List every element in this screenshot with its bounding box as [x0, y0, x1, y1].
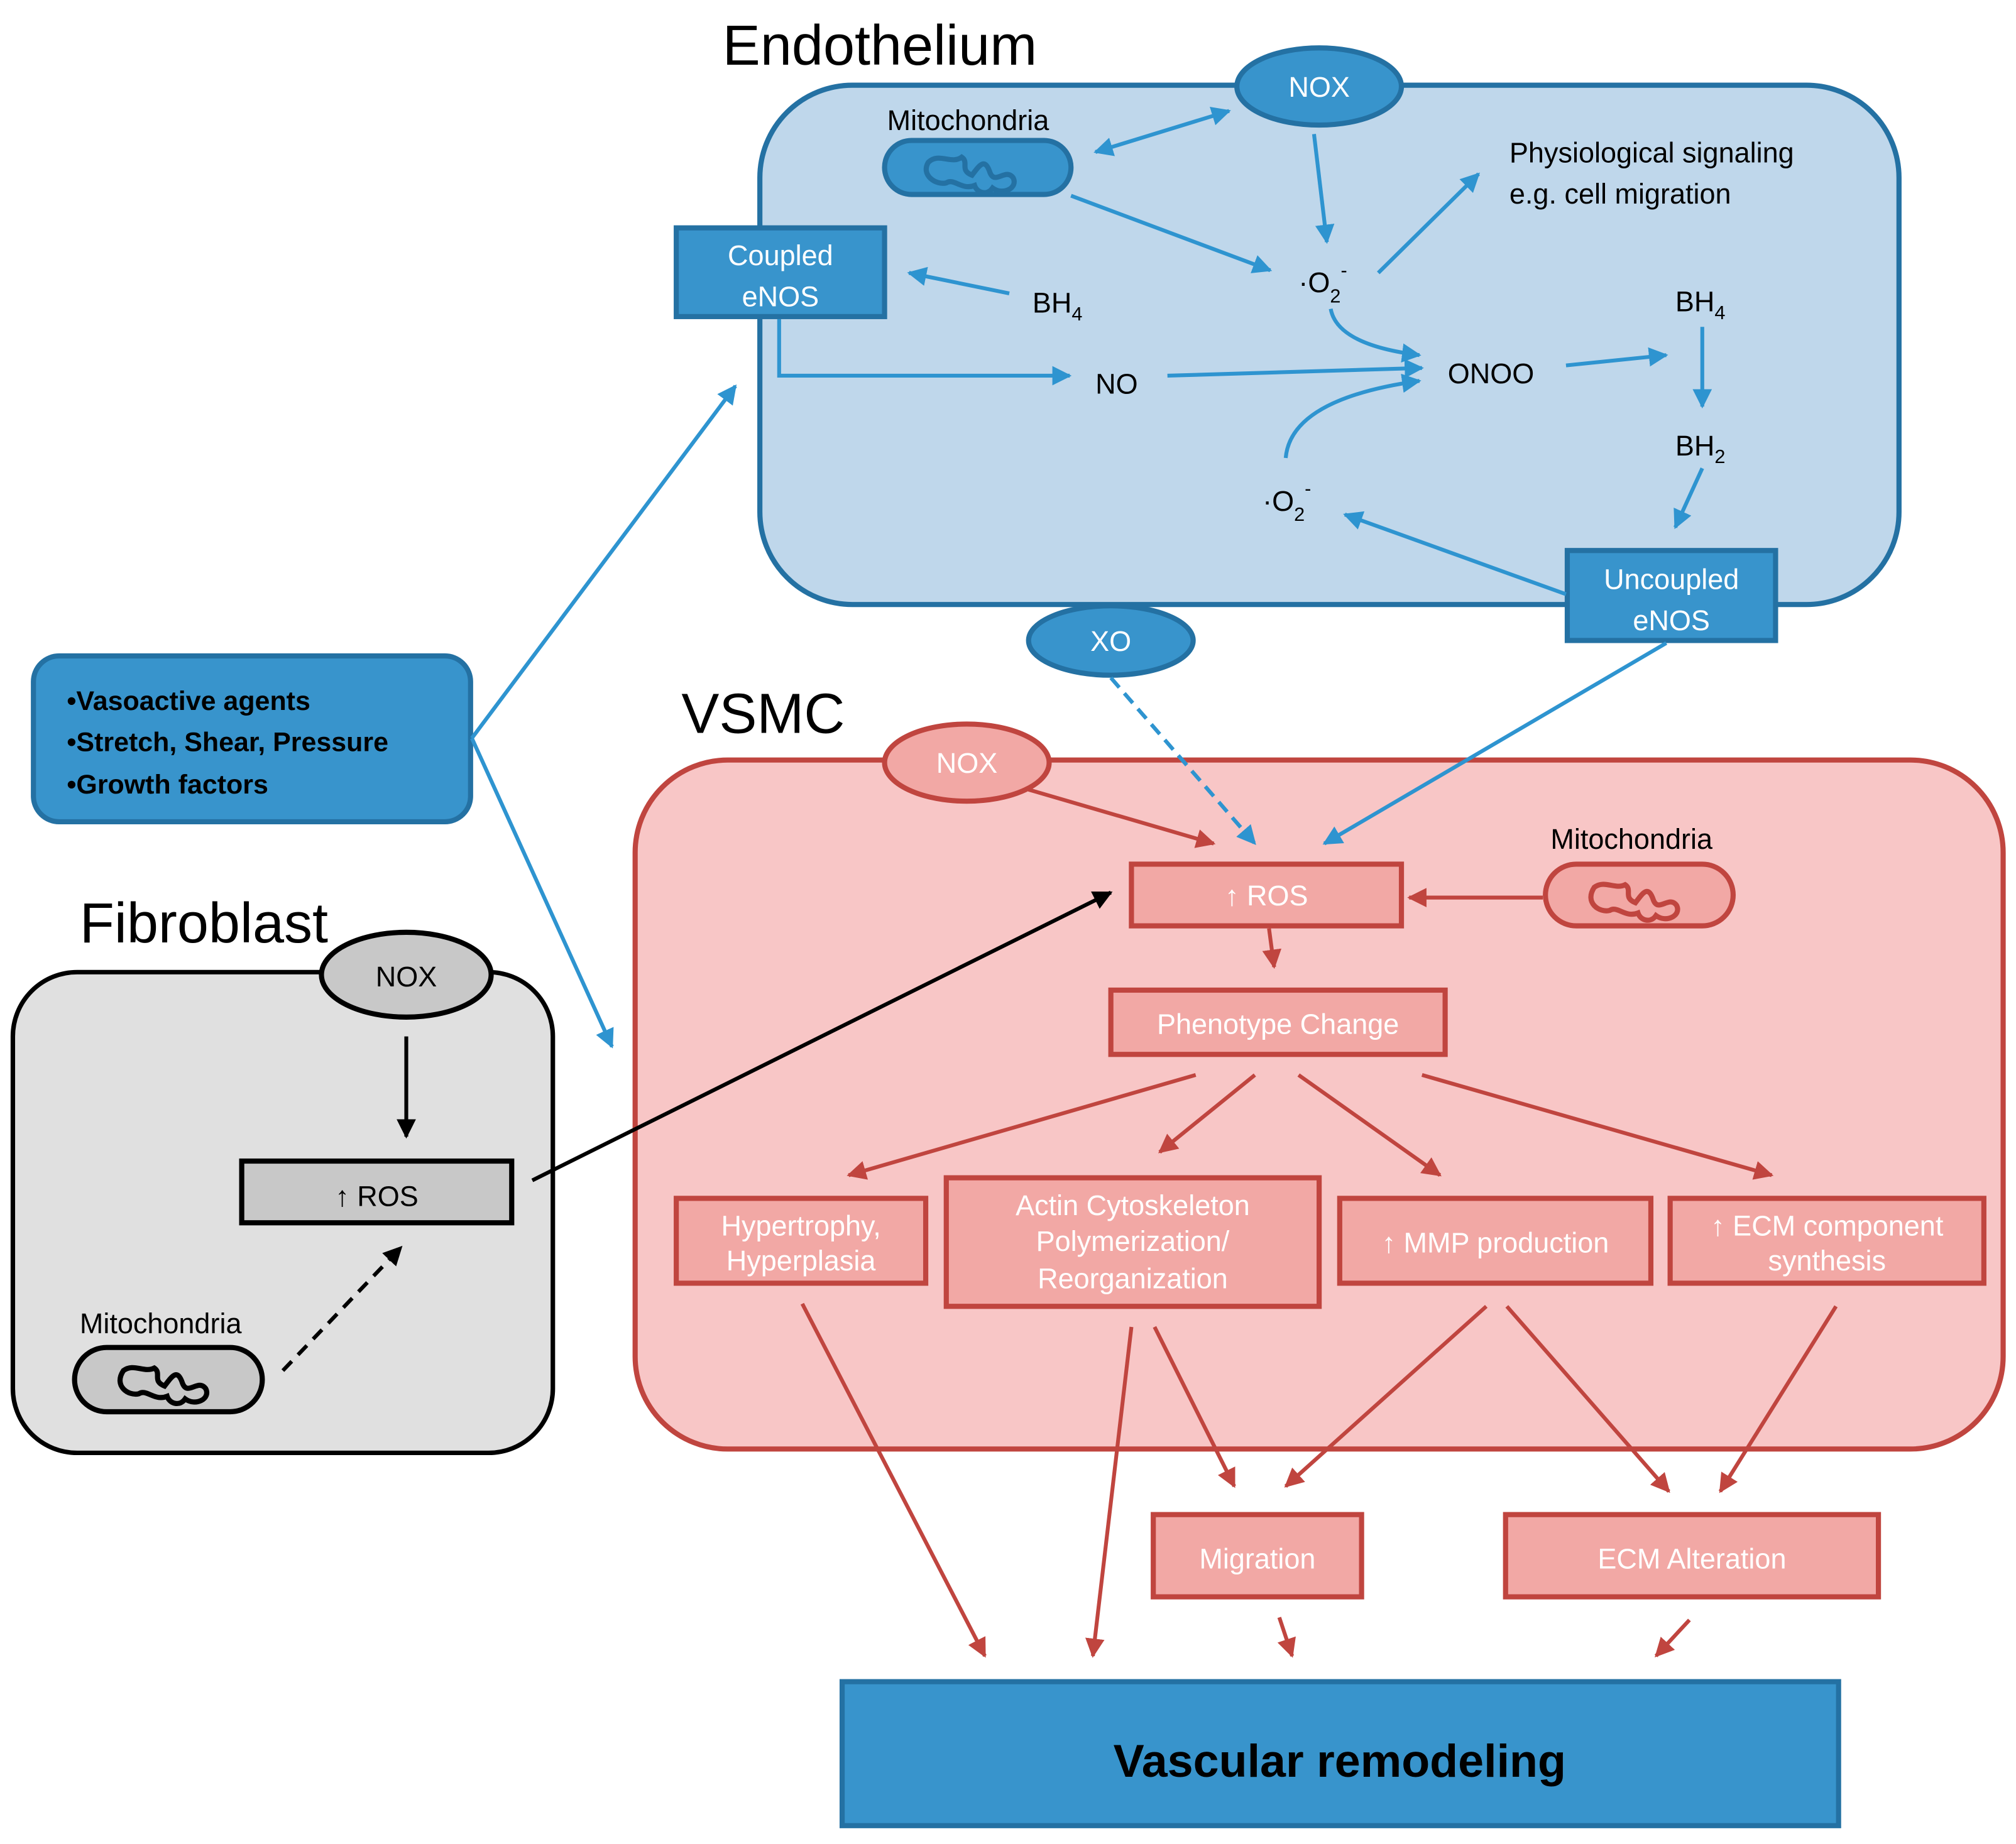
- svg-text:eNOS: eNOS: [1633, 604, 1710, 636]
- svg-text:XO: XO: [1090, 625, 1131, 657]
- svg-text:Migration: Migration: [1199, 1543, 1315, 1575]
- svg-text:eNOS: eNOS: [742, 281, 819, 313]
- endothelium-mitochondria-icon: [882, 138, 1074, 197]
- svg-text:Phenotype Change: Phenotype Change: [1157, 1008, 1399, 1040]
- svg-text:↑ ECM component: ↑ ECM component: [1711, 1210, 1944, 1242]
- vsmc-nox-node: NOX: [882, 721, 1052, 804]
- arrow-no-onoo: [1167, 359, 1424, 378]
- endothelium-mitochondria-label: Mitochondria: [887, 104, 1050, 136]
- fibroblast-nox-node: NOX: [319, 929, 494, 1020]
- arrow-uncoupled-vsmc-ros: [1322, 641, 1668, 846]
- mmp-node: ↑ MMP production: [1337, 1196, 1654, 1286]
- bh4-left-label: BH4: [1033, 287, 1083, 325]
- svg-text:Hyperplasia: Hyperplasia: [726, 1245, 877, 1277]
- cell-migration-label: e.g. cell migration: [1509, 178, 1731, 210]
- arrow-onoo-bh4: [1565, 347, 1668, 368]
- endothelium-nox-node: NOX: [1234, 45, 1405, 128]
- vsmc-ros-node: ↑ ROS: [1129, 861, 1405, 929]
- vsmc-mitochondria-label: Mitochondria: [1550, 823, 1713, 855]
- svg-text:NOX: NOX: [376, 961, 437, 993]
- migration-node: Migration: [1151, 1512, 1364, 1600]
- ecm-synthesis-node: ↑ ECM component synthesis: [1667, 1196, 1986, 1286]
- arrow-nox-o2: [1312, 133, 1335, 244]
- arrow-xo-vsmc-ros: [1109, 676, 1257, 846]
- svg-text:↑ ROS: ↑ ROS: [1225, 880, 1308, 912]
- stimulus-vasoactive: •Vasoactive agents: [67, 686, 310, 716]
- vsmc-mitochondria-icon: [1543, 861, 1736, 929]
- arrow-ecm-alteration-remodeling: [1654, 1618, 1691, 1657]
- bh2-label: BH2: [1675, 430, 1726, 467]
- arrow-actin-remodeling: [1085, 1326, 1134, 1658]
- arrow-phenotype-actin: [1158, 1073, 1256, 1154]
- arrow-ros-phenotype: [1262, 928, 1282, 969]
- arrow-o2bottom-onoo: [1283, 373, 1422, 459]
- arrow-bh4-coupled: [907, 266, 1010, 296]
- svg-text:Hypertrophy,: Hypertrophy,: [721, 1210, 880, 1242]
- stimulus-stretch: •Stretch, Shear, Pressure: [67, 727, 388, 757]
- fibroblast-mitochondria-icon: [72, 1345, 265, 1415]
- arrow-mito-o2: [1070, 194, 1273, 273]
- svg-text:Reorganization: Reorganization: [1038, 1263, 1228, 1295]
- arrow-actin-migration: [1153, 1326, 1236, 1488]
- arrow-hypertrophy-remodeling: [800, 1302, 987, 1658]
- svg-text:Uncoupled: Uncoupled: [1604, 564, 1739, 596]
- arrow-fibro-ros-vsmc-ros: [531, 890, 1113, 1182]
- svg-text:synthesis: synthesis: [1768, 1245, 1886, 1277]
- bh4-right-label: BH4: [1675, 286, 1726, 324]
- physiological-signaling-label: Physiological signaling: [1509, 136, 1794, 168]
- svg-text:↑ MMP production: ↑ MMP production: [1381, 1226, 1609, 1258]
- svg-text:Actin Cytoskeleton: Actin Cytoskeleton: [1016, 1189, 1250, 1221]
- arrow-phenotype-hypertrophy: [846, 1073, 1197, 1180]
- uncoupled-enos-node: Uncoupled eNOS: [1564, 548, 1778, 643]
- svg-text:Vascular remodeling: Vascular remodeling: [1114, 1735, 1566, 1787]
- arrow-o2top-onoo: [1328, 308, 1422, 363]
- arrow-fibro-mito-ros: [281, 1245, 403, 1372]
- svg-text:NOX: NOX: [936, 747, 998, 779]
- fibroblast-mitochondria-label: Mitochondria: [80, 1307, 243, 1339]
- vsmc-title: VSMC: [681, 683, 845, 746]
- arrow-migration-remodeling: [1277, 1617, 1296, 1658]
- ecm-alteration-node: ECM Alteration: [1503, 1512, 1882, 1600]
- xanthine-oxidase-node: XO: [1026, 603, 1196, 678]
- phenotype-change-node: Phenotype Change: [1108, 987, 1448, 1057]
- fibroblast-title: Fibroblast: [80, 892, 328, 955]
- svg-text:↑ ROS: ↑ ROS: [335, 1181, 419, 1213]
- svg-text:NOX: NOX: [1288, 71, 1350, 103]
- svg-text:Coupled: Coupled: [728, 239, 833, 271]
- arrow-uncoupled-o2: [1343, 511, 1567, 596]
- peroxynitrite-label: ONOO: [1448, 357, 1535, 390]
- arrow-mmp-ecm-alteration: [1505, 1305, 1670, 1493]
- arrow-stimuli-endothelium: [470, 384, 737, 739]
- vascular-remodeling-node: Vascular remodeling: [839, 1679, 1841, 1828]
- arrow-phenotype-mmp: [1297, 1073, 1442, 1177]
- coupled-enos-node: Coupled eNOS: [674, 225, 887, 319]
- arrow-phenotype-ecm: [1421, 1073, 1774, 1180]
- endothelium-title: Endothelium: [723, 14, 1037, 77]
- fibroblast-ros-node: ↑ ROS: [239, 1158, 515, 1226]
- arrow-ecm-ecm-alteration: [1718, 1305, 1838, 1493]
- superoxide-top-label: ·O2-: [1298, 259, 1347, 307]
- stimulus-growth: •Growth factors: [67, 770, 268, 800]
- arrow-vsmc-nox-ros: [1027, 787, 1216, 848]
- arrow-stimuli-vsmc: [470, 737, 614, 1049]
- arrow-bh2-uncoupled: [1674, 467, 1704, 530]
- arrow-o2-physio: [1377, 172, 1480, 275]
- stimuli-box: •Vasoactive agents •Stretch, Shear, Pres…: [31, 653, 473, 825]
- arrow-coupled-no: [777, 319, 1072, 386]
- actin-node: Actin Cytoskeleton Polymerization/ Reorg…: [943, 1175, 1322, 1309]
- nitric-oxide-label: NO: [1095, 368, 1138, 400]
- hypertrophy-node: Hypertrophy, Hyperplasia: [674, 1196, 929, 1286]
- svg-text:ECM Alteration: ECM Alteration: [1597, 1543, 1786, 1575]
- svg-text:Polymerization/: Polymerization/: [1036, 1225, 1230, 1257]
- arrow-mito-nox: [1093, 106, 1231, 156]
- superoxide-bottom-label: ·O2-: [1263, 477, 1311, 525]
- arrow-mmp-migration: [1284, 1304, 1488, 1488]
